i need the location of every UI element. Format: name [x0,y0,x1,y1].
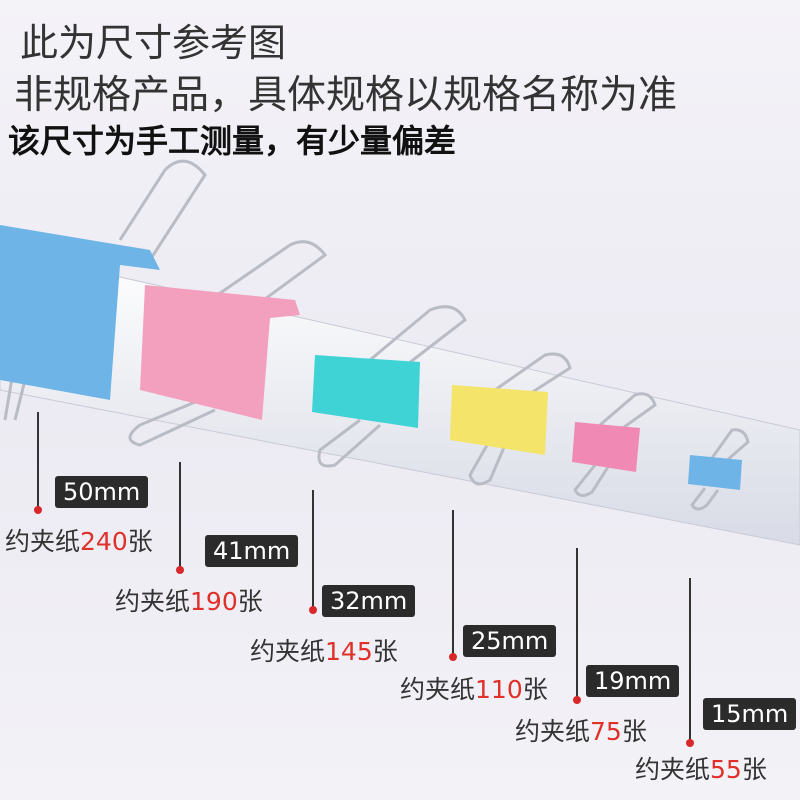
clip-handle [690,487,720,511]
clip-41mm [140,285,300,420]
pointer-line [179,462,181,570]
caption-prefix: 约夹纸 [115,587,191,616]
clip-handle [710,428,750,464]
pointer-dot [34,506,42,514]
pointer-dot [573,696,581,704]
caption-suffix: 张 [237,587,263,616]
size-label: 41mm [205,535,299,567]
pointer-dot [686,739,694,747]
clip-handle [128,398,216,447]
clip-32mm [312,355,420,428]
clip-handle [494,352,572,402]
headline-line-1: 此为尺寸参考图 [20,21,287,65]
sheet-count: 190 [190,587,238,616]
caption-prefix: 约夹纸 [635,755,711,784]
clip-handle [118,159,207,261]
clip-50mm [0,225,160,400]
pointer-line [312,490,314,610]
clip-handle [599,392,657,432]
caption-prefix: 约夹纸 [515,717,591,746]
capacity-label: 约夹纸55张 [635,750,767,786]
sheet-count: 240 [80,527,128,556]
pointer-line [576,548,578,700]
clip-handle [573,464,610,497]
pointer-dot [176,566,184,574]
size-label: 19mm [586,665,680,697]
caption-suffix: 张 [741,755,767,784]
size-label: 32mm [322,585,416,617]
sheet-count: 110 [475,675,523,704]
caption-prefix: 约夹纸 [400,675,476,704]
caption-suffix: 张 [621,717,647,746]
size-label: 25mm [463,625,557,657]
capacity-label: 约夹纸110张 [400,670,548,706]
headline-line-3: 该尺寸为手工测量，有少量偏差 [8,122,457,160]
pointer-dot [309,606,317,614]
sheet-count: 75 [590,717,622,746]
pointer-line [37,412,39,510]
capacity-label: 约夹纸145张 [250,632,398,668]
clip-25mm [450,385,548,455]
clip-19mm [572,422,640,472]
sheet-count: 55 [710,755,742,784]
clip-15mm [688,455,742,490]
capacity-label: 约夹纸75张 [515,712,647,748]
pointer-line [452,510,454,657]
clip-handle [317,418,381,468]
pointer-line [689,578,691,743]
caption-prefix: 约夹纸 [250,637,326,666]
caption-suffix: 张 [127,527,153,556]
size-label: 15mm [703,698,797,730]
caption-prefix: 约夹纸 [5,527,81,556]
capacity-label: 约夹纸240张 [5,522,153,558]
clip-handle [369,305,467,372]
size-label: 50mm [55,476,149,508]
clip-handle [209,240,328,312]
caption-suffix: 张 [372,637,398,666]
sheet-count: 145 [325,637,373,666]
clip-handle [468,439,507,486]
caption-suffix: 张 [522,675,548,704]
pointer-dot [449,653,457,661]
headline-line-2: 非规格产品，具体规格以规格名称为准 [14,73,678,118]
capacity-label: 约夹纸190张 [115,582,263,618]
